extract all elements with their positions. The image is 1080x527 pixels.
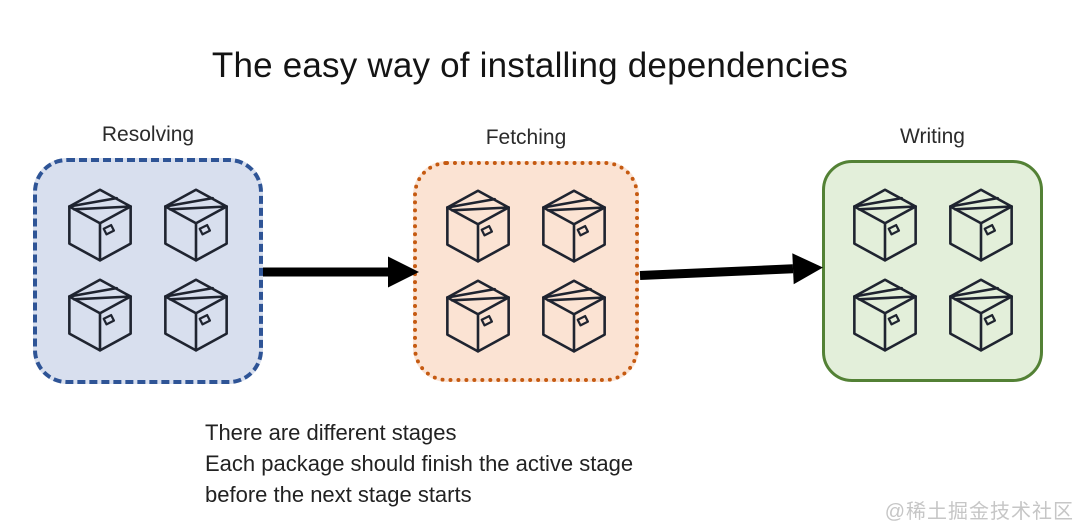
stage-resolving-label: Resolving [101,123,195,146]
notes-line: Each package should finish the active st… [205,451,634,476]
notes-block: There are different stages Each package … [205,417,633,510]
stage-fetching: Fetching [413,126,639,382]
package-icon [160,277,232,355]
notes-line: before the next stage starts [205,482,472,507]
stage-writing: Writing [822,125,1043,382]
package-icon [849,277,921,355]
package-icon [945,187,1017,265]
package-icon [538,188,610,266]
package-icon [442,188,514,266]
stage-writing-label: Writing [900,125,965,148]
stage-fetching-box [413,161,639,382]
package-icon [160,187,232,265]
package-icon [442,278,514,356]
arrow-resolving-to-fetching-icon [263,256,419,288]
stage-resolving-box [33,158,263,384]
package-icon [64,277,136,355]
page-title: The easy way of installing dependencies [211,46,849,85]
watermark: @稀土掘金技术社区 [884,501,1074,523]
stage-fetching-label: Fetching [485,126,567,149]
stage-resolving: Resolving [33,123,263,384]
package-icon [849,187,921,265]
package-icon [538,278,610,356]
stage-writing-box [822,160,1043,382]
notes-line: There are different stages [205,420,457,445]
package-icon [945,277,1017,355]
package-icon [64,187,136,265]
arrow-fetching-to-writing-icon [639,253,823,285]
